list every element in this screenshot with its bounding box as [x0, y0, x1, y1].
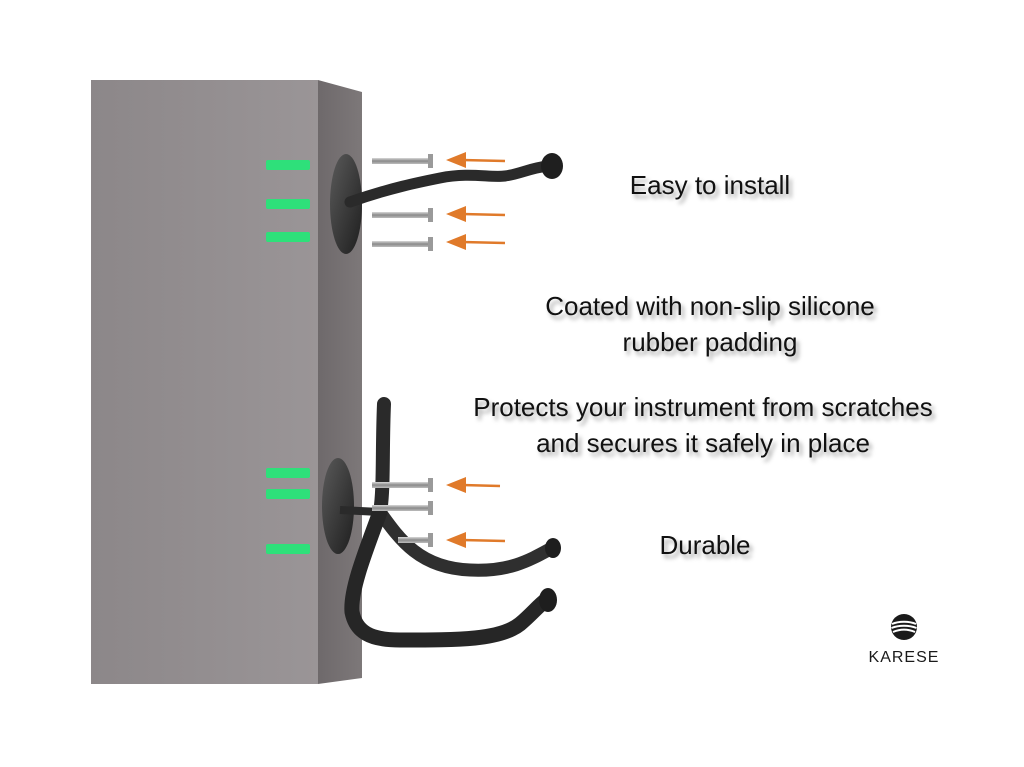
install-arrows [446, 152, 506, 548]
screw [372, 501, 433, 515]
caption-coated-line-2: rubber padding [622, 327, 798, 357]
screw [372, 208, 433, 222]
wall-anchor [266, 160, 310, 170]
arrow-left-icon [446, 152, 506, 168]
arrow-left-icon [446, 234, 506, 250]
caption-durable: Durable [620, 527, 790, 563]
caption-coated: Coated with non-slip silicone rubber pad… [480, 288, 940, 360]
wall-anchor [266, 544, 310, 554]
globe-logo-icon [891, 614, 917, 640]
screws [372, 154, 433, 547]
wall-block [91, 80, 362, 684]
screw [372, 237, 433, 251]
upper-hanger-arm [344, 160, 554, 208]
screw [398, 533, 433, 547]
caption-coated-line-1: Coated with non-slip silicone [545, 291, 875, 321]
caption-durable-text: Durable [659, 530, 751, 560]
upper-hanger [330, 153, 563, 254]
wall-anchor [266, 489, 310, 499]
wall-anchor [266, 232, 310, 242]
lower-hanger-front-tip [539, 588, 557, 612]
caption-protects-line-2: and secures it safely in place [536, 428, 870, 458]
lower-hanger-back-arm [373, 505, 559, 577]
screw [372, 154, 433, 168]
arrow-left-icon [446, 477, 501, 493]
wall-anchor [266, 199, 310, 209]
arrow-left-icon [446, 532, 506, 548]
upper-hanger-tip [541, 153, 563, 179]
wall-anchors [266, 160, 310, 554]
screw [372, 478, 433, 492]
lower-hanger-front-arm [344, 504, 554, 648]
brand-logo: KARESE [852, 612, 956, 667]
lower-mounting-plate [322, 458, 354, 554]
caption-easy-install-text: Easy to install [629, 170, 791, 200]
caption-protects-line-1: Protects your instrument from scratches [473, 392, 933, 422]
wall-anchor [266, 468, 310, 478]
arrow-left-icon [446, 206, 506, 222]
lower-hanger-upright [373, 397, 391, 519]
brand-wordmark: KARESE [868, 649, 940, 666]
caption-easy-install: Easy to install [580, 167, 840, 203]
lower-hanger-back-tip [545, 538, 561, 558]
caption-protects: Protects your instrument from scratches … [418, 389, 988, 461]
lower-hanger [322, 397, 561, 648]
wall-front-face [91, 80, 318, 684]
